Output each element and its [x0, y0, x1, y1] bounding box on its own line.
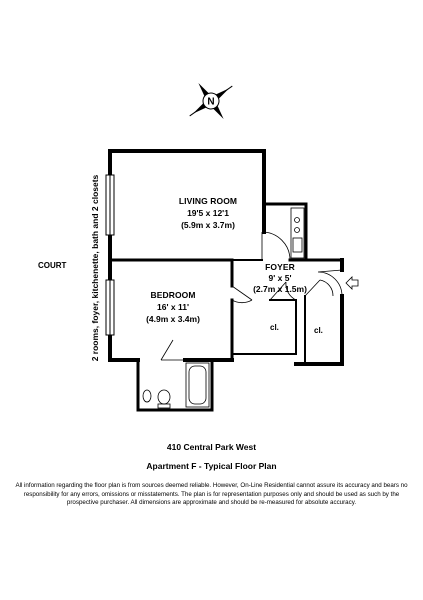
closet-label: cl.: [270, 323, 279, 332]
bedroom-name: BEDROOM: [150, 290, 196, 300]
living-room-dimensions-ft: 19'5 x 12'1: [187, 208, 229, 218]
compass-north-letter: N: [207, 97, 214, 108]
bedroom-label: BEDROOM 16' x 11' (4.9m x 3.4m): [128, 290, 218, 324]
foyer-label: FOYER 9' x 5' (2.7m x 1.5m): [247, 262, 313, 294]
court-label: COURT: [38, 261, 67, 270]
plan-title: Apartment F - Typical Floor Plan: [146, 461, 277, 471]
foyer-name: FOYER: [265, 262, 295, 272]
living-room-name: LIVING ROOM: [178, 196, 238, 206]
living-room-dimensions-m: (5.9m x 3.7m): [181, 220, 235, 230]
kitchenette: [290, 207, 305, 259]
compass-icon: N: [189, 82, 233, 120]
living-room-label: LIVING ROOM 19'5 x 12'1 (5.9m x 3.7m): [158, 196, 258, 230]
disclaimer-text: All information regarding the floor plan…: [15, 482, 408, 507]
building-address: 410 Central Park West: [166, 442, 257, 452]
windows: [105, 174, 115, 336]
door-swings: [160, 231, 343, 361]
foyer-dimensions-ft: 9' x 5': [268, 273, 292, 283]
bedroom-dimensions-ft: 16' x 11': [157, 302, 189, 312]
apartment-summary: 2 rooms, foyer, kitchenette, bath and 2 …: [90, 174, 100, 362]
closet-label: cl.: [314, 326, 323, 335]
bathroom-fixtures: [142, 362, 210, 409]
entry-arrow-icon: [345, 276, 359, 290]
foyer-dimensions-m: (2.7m x 1.5m): [253, 284, 307, 294]
bedroom-dimensions-m: (4.9m x 3.4m): [146, 314, 200, 324]
